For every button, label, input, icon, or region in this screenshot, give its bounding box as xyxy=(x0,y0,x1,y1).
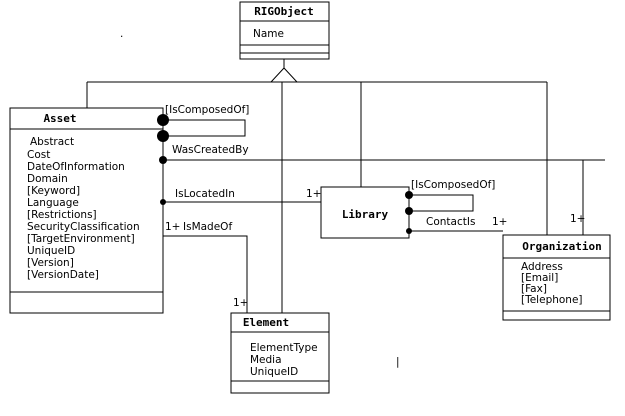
class-library: Library xyxy=(320,186,410,239)
class-attribute: Domain xyxy=(27,173,68,185)
class-attribute: UniqueID xyxy=(27,245,75,257)
is-located-in-label: IsLocatedIn xyxy=(175,188,235,200)
class-attribute: ElementType xyxy=(250,342,318,354)
class-attribute: UniqueID xyxy=(250,366,298,378)
association-dot xyxy=(159,156,167,164)
asset-composed-label: [IsComposedOf] xyxy=(165,104,249,116)
class-attribute: [VersionDate] xyxy=(27,269,99,281)
class-rigobject: RIGObject Name xyxy=(239,1,330,60)
association-connectors xyxy=(163,119,605,313)
association-dot xyxy=(157,114,169,126)
class-organization: Organization Address [Email] [Fax] [Tele… xyxy=(502,234,611,321)
class-attribute: DateOfInformation xyxy=(27,161,125,173)
library-composed-label: [IsComposedOf] xyxy=(411,179,495,191)
class-asset: Asset Abstract Cost DateOfInformation Do… xyxy=(9,107,164,314)
association-dot xyxy=(160,199,166,205)
is-made-of-multiplicity: 1+ xyxy=(165,221,180,233)
class-title: Organization xyxy=(522,240,601,253)
association-dot xyxy=(157,130,169,142)
class-title: Asset xyxy=(43,112,76,125)
was-created-by-label: WasCreatedBy xyxy=(172,144,249,156)
generalization-arrowhead xyxy=(269,67,299,83)
class-attribute: [Fax] xyxy=(521,283,547,295)
contact-is-multiplicity: 1+ xyxy=(492,216,507,228)
class-attribute: Media xyxy=(250,354,282,366)
element-multiplicity: 1+ xyxy=(233,297,248,309)
class-attribute: Cost xyxy=(27,149,50,161)
class-attribute: [Version] xyxy=(27,257,74,269)
association-dot xyxy=(405,191,413,199)
class-title: Element xyxy=(243,316,289,329)
class-attribute: [Keyword] xyxy=(27,185,80,197)
stray-bar: | xyxy=(396,356,400,368)
class-attribute: [Email] xyxy=(521,272,558,284)
is-made-of-label: IsMadeOf xyxy=(183,221,232,233)
class-attribute: Language xyxy=(27,197,79,209)
organization-multiplicity: 1+ xyxy=(570,213,585,225)
association-dot xyxy=(405,207,413,215)
class-attribute: Name xyxy=(253,28,284,40)
association-dot xyxy=(406,228,412,234)
class-attribute: SecurityClassification xyxy=(27,221,140,233)
class-title: RIGObject xyxy=(254,5,314,18)
class-title: Library xyxy=(342,208,389,221)
class-attribute: Address xyxy=(521,261,563,273)
class-element: Element ElementType Media UniqueID xyxy=(230,312,330,394)
stray-dot: . xyxy=(120,28,123,40)
generalization-connectors xyxy=(86,59,548,313)
is-located-in-multiplicity: 1+ xyxy=(306,188,321,200)
class-attribute: [TargetEnvironment] xyxy=(27,233,135,245)
association-labels: [IsComposedOf] WasCreatedBy IsLocatedIn … xyxy=(165,104,585,309)
class-attribute: [Restrictions] xyxy=(27,209,97,221)
class-attribute: Abstract xyxy=(30,136,74,148)
contact-is-label: ContactIs xyxy=(426,216,475,228)
class-attribute: [Telephone] xyxy=(521,294,583,306)
association-end-dots xyxy=(157,114,413,234)
